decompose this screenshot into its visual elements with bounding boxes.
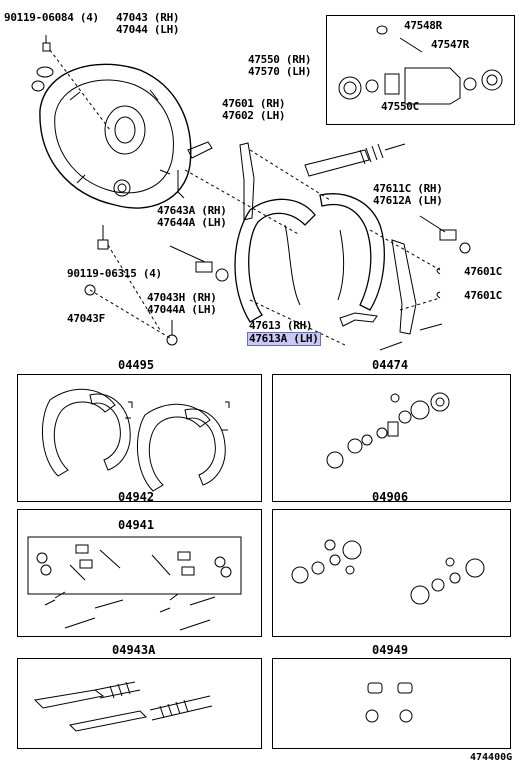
- label-47644a[interactable]: 47644A (LH): [157, 216, 227, 229]
- label-47613a-highlighted[interactable]: 47613A (LH): [247, 332, 321, 346]
- wheel-cylinder-box: [326, 15, 515, 125]
- section-04941[interactable]: 04941: [118, 518, 155, 532]
- label-47550[interactable]: 47550 (RH): [248, 53, 312, 66]
- label-47570[interactable]: 47570 (LH): [248, 65, 312, 78]
- label-47550c[interactable]: 47550C: [381, 100, 419, 113]
- label-47043[interactable]: 47043 (RH): [116, 11, 180, 24]
- box-04943a: [17, 658, 262, 749]
- diagram-code: 474400G: [470, 752, 513, 763]
- label-47602[interactable]: 47602 (LH): [222, 109, 286, 122]
- label-47601c-lower[interactable]: 47601C: [464, 289, 502, 302]
- box-04474: [272, 374, 511, 502]
- label-47044a[interactable]: 47044A (LH): [147, 303, 217, 316]
- label-47612a[interactable]: 47612A (LH): [373, 194, 443, 207]
- label-47043f[interactable]: 47043F: [67, 312, 105, 325]
- label-90119-06084[interactable]: 90119-06084 (4): [4, 11, 99, 24]
- box-04949: [272, 658, 511, 749]
- section-04943a[interactable]: 04943A: [112, 643, 156, 657]
- section-04495[interactable]: 04495: [118, 358, 155, 372]
- box-04942: [17, 509, 262, 637]
- section-04942[interactable]: 04942: [118, 490, 155, 504]
- backing-plate: [39, 63, 192, 209]
- label-47613[interactable]: 47613 (RH): [249, 319, 313, 332]
- section-04906[interactable]: 04906: [372, 490, 409, 504]
- label-47043h[interactable]: 47043H (RH): [147, 291, 217, 304]
- label-47601c-upper[interactable]: 47601C: [464, 265, 502, 278]
- label-90119-06315[interactable]: 90119-06315 (4): [67, 267, 162, 280]
- label-47044[interactable]: 47044 (LH): [116, 23, 180, 36]
- section-04949[interactable]: 04949: [372, 643, 409, 657]
- label-47548r[interactable]: 47548R: [404, 19, 442, 32]
- label-47547r[interactable]: 47547R: [431, 38, 469, 51]
- label-47643a[interactable]: 47643A (RH): [157, 204, 227, 217]
- box-04906: [272, 509, 511, 637]
- label-47601[interactable]: 47601 (RH): [222, 97, 286, 110]
- box-04495: [17, 374, 262, 502]
- label-47611c[interactable]: 47611C (RH): [373, 182, 443, 195]
- section-04474[interactable]: 04474: [372, 358, 409, 372]
